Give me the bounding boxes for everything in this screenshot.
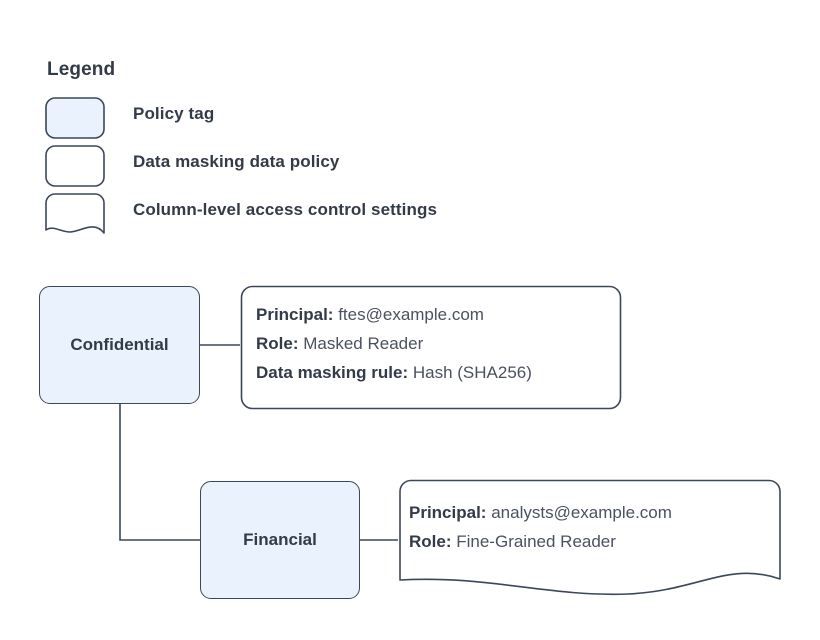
detail-masking-policy-text: Principal: ftes@example.com Role: Masked… [256, 300, 532, 387]
detail-row-value: Masked Reader [303, 334, 424, 353]
detail-row-value: ftes@example.com [338, 305, 484, 324]
detail-row: Role: Fine-Grained Reader [409, 527, 672, 556]
detail-row: Role: Masked Reader [256, 329, 532, 358]
data-masking-swatch-icon [45, 145, 105, 187]
detail-row: Data masking rule: Hash (SHA256) [256, 358, 532, 387]
detail-row-value: Hash (SHA256) [412, 363, 532, 382]
detail-row-label: Role: [409, 532, 452, 551]
policy-tag-swatch-icon [45, 97, 105, 139]
column-access-swatch-icon [45, 193, 105, 234]
detail-box-masking-policy[interactable] [240, 285, 622, 411]
legend-item-label-data-masking-policy: Data masking data policy [133, 152, 340, 171]
detail-row-label: Principal: [409, 503, 487, 522]
node-financial[interactable]: Financial [200, 481, 360, 599]
node-confidential[interactable]: Confidential [39, 286, 200, 404]
detail-row-label: Data masking rule: [256, 363, 409, 382]
detail-row-value: Fine-Grained Reader [456, 532, 616, 551]
edge-confidential-to-financial [119, 404, 200, 541]
detail-row: Principal: ftes@example.com [256, 300, 532, 329]
detail-box-column-access-settings[interactable] [398, 479, 784, 601]
legend-title: Legend [47, 59, 116, 80]
detail-row-label: Principal: [256, 305, 334, 324]
detail-row-label: Role: [256, 334, 299, 353]
detail-row: Principal: analysts@example.com [409, 498, 672, 527]
legend-item-label-column-access-settings: Column-level access control settings [133, 200, 438, 219]
legend-item-label-policy-tag: Policy tag [133, 104, 215, 123]
detail-row-value: analysts@example.com [491, 503, 672, 522]
detail-column-access-text: Principal: analysts@example.com Role: Fi… [409, 498, 672, 556]
